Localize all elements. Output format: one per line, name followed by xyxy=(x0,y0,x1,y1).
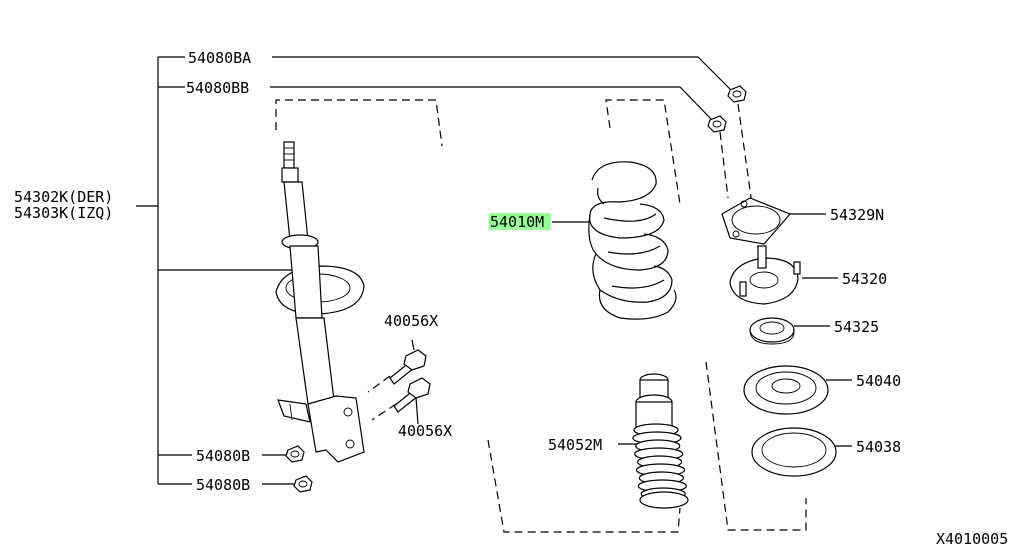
bolt-40056X-bottom xyxy=(393,377,431,425)
label-54325: 54325 xyxy=(834,318,879,336)
label-54302K: 54302K(DER) xyxy=(14,188,113,206)
label-54040: 54040 xyxy=(856,372,901,390)
bolt-40056X-top xyxy=(389,339,427,385)
label-54052M: 54052M xyxy=(548,436,602,454)
label-54303K: 54303K(IZQ) xyxy=(14,204,113,222)
nut-54080BB xyxy=(707,115,727,133)
label-54080BB: 54080BB xyxy=(186,79,249,97)
label-54329N: 54329N xyxy=(830,206,884,224)
diagram-code: X4010005 xyxy=(936,530,1008,548)
dashed-reference-lines xyxy=(275,99,807,533)
bearing-54325 xyxy=(749,317,830,345)
mount-insulator-54329N xyxy=(721,197,826,245)
rubber-seat-54038 xyxy=(751,427,852,477)
bump-stop-54052M xyxy=(618,373,689,509)
nut-54080BA xyxy=(727,85,747,103)
label-54010M: 54010M xyxy=(490,213,544,231)
label-54320: 54320 xyxy=(842,270,887,288)
label-40056X-top: 40056X xyxy=(384,312,438,330)
label-54080BA: 54080BA xyxy=(188,49,251,67)
strut-mount-54320 xyxy=(729,245,838,305)
nut-54080B-bottom xyxy=(293,475,313,493)
highlight-54010M xyxy=(489,213,551,230)
label-54038: 54038 xyxy=(856,438,901,456)
strut-assembly xyxy=(275,141,365,463)
label-40056X-bottom: 40056X xyxy=(398,422,452,440)
spring-seat-54040 xyxy=(743,365,852,415)
nut-54080B-top xyxy=(285,445,305,463)
label-54080B-top: 54080B xyxy=(196,447,250,465)
leader-lines-left xyxy=(136,56,735,485)
coil-spring-54010M xyxy=(552,161,677,320)
label-54080B-bottom: 54080B xyxy=(196,476,250,494)
